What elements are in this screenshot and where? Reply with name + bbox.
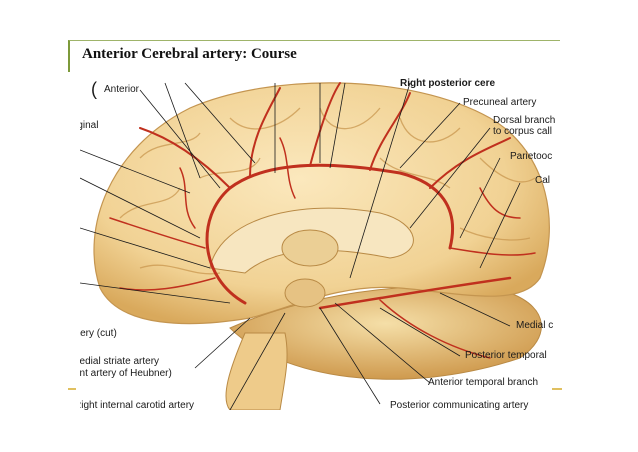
label-dorsal-branch-2: to corpus call — [493, 126, 552, 137]
bottom-rule-left — [68, 388, 76, 390]
label-dorsal-branch-1: Dorsal branch — [493, 115, 556, 126]
gyri-folds — [119, 107, 536, 275]
label-posterior-communicating: Posterior communicating artery — [390, 400, 529, 410]
label-precuneal: Precuneal artery — [463, 97, 537, 108]
cerebellum — [229, 285, 542, 380]
brainstem — [225, 332, 288, 410]
leader-lines — [80, 82, 521, 410]
label-anterior: Anterior — [104, 84, 140, 95]
title-bar — [68, 40, 560, 72]
label-artery-cut: rtery (cut) — [80, 328, 117, 339]
label-medial-striate: nedial striate artery — [80, 356, 160, 367]
label-internal-carotid: Right internal carotid artery — [80, 400, 195, 410]
slide-title: Anterior Cerebral artery: Course — [82, 46, 297, 62]
label-anterior-temporal: Anterior temporal branch — [428, 377, 539, 388]
cerebral-hemisphere — [93, 82, 550, 325]
label-medial: Medial c — [516, 320, 554, 331]
bottom-rule-right — [552, 388, 562, 390]
label-heubner: ent artery of Heubner) — [80, 368, 172, 379]
label-posterior-temporal: Posterior temporal — [465, 350, 547, 361]
label-paren: ( — [91, 79, 97, 99]
label-parietooccipital: Parietooc — [510, 151, 553, 162]
anterior-cerebral-artery — [109, 82, 536, 359]
thalamus — [281, 229, 339, 267]
label-right-posterior: Right posterior cere — [400, 78, 496, 89]
label-calcarine: Cal — [535, 175, 551, 186]
midbrain — [284, 278, 326, 308]
brain-svg — [80, 82, 550, 410]
